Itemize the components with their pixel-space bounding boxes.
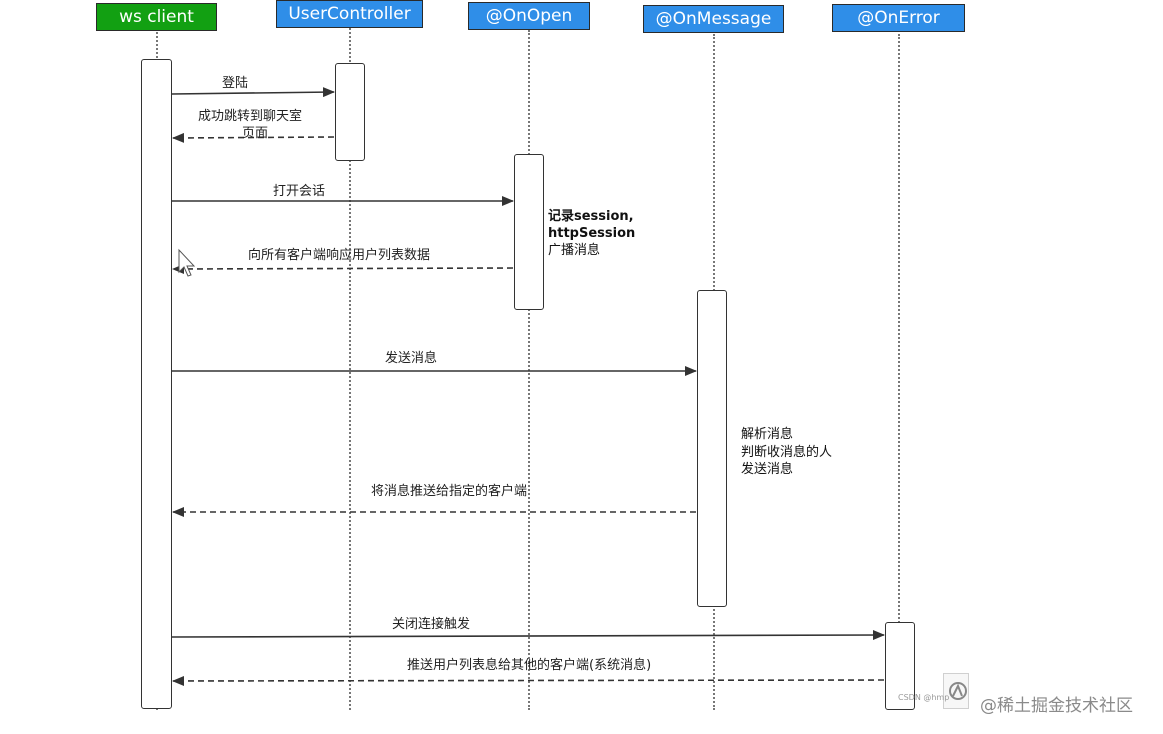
- arrow-login-success: [172, 132, 335, 143]
- watermark-csdn: CSDN @hmp: [898, 693, 950, 702]
- lifeline-usercontroller: [349, 28, 351, 710]
- note-onmessage-line1: 解析消息: [741, 427, 794, 442]
- note-onopen-line3: 广播消息: [548, 243, 601, 258]
- activation-onopen: [514, 154, 544, 310]
- watermark-logo-icon: [943, 673, 969, 709]
- activation-ws-client: [141, 59, 172, 709]
- label-login-success-line1: 成功跳转到聊天室: [198, 109, 303, 124]
- label-send-message: 发送消息: [385, 351, 438, 366]
- label-open-session: 打开会话: [273, 184, 326, 199]
- label-login-success-line2: 页面: [242, 126, 269, 141]
- participant-onerror: @OnError: [832, 4, 965, 32]
- label-system-message: 推送用户列表息给其他的客户端(系统消息): [407, 658, 652, 673]
- note-onopen-line1: 记录session,: [548, 209, 634, 224]
- note-onopen-line2: httpSession: [548, 226, 636, 241]
- note-onmessage-line2: 判断收消息的人: [741, 445, 833, 460]
- arrow-user-list: [172, 263, 514, 274]
- arrow-login: [171, 87, 335, 98]
- participant-onopen: @OnOpen: [468, 2, 590, 30]
- activation-onmessage: [697, 290, 727, 607]
- arrow-close-connection: [171, 630, 885, 641]
- watermark-site: @稀土掘金技术社区: [980, 696, 1133, 716]
- label-close-connection: 关闭连接触发: [392, 617, 471, 632]
- note-onmessage-line3: 发送消息: [741, 462, 794, 477]
- lifeline-onopen: [528, 30, 530, 710]
- participant-ws-client: ws client: [96, 3, 217, 31]
- arrow-system-message: [172, 675, 885, 686]
- label-login: 登陆: [222, 76, 249, 91]
- lifeline-onerror: [898, 34, 900, 710]
- label-push-message: 将消息推送给指定的客户端: [371, 484, 528, 499]
- activation-onerror: [885, 622, 915, 710]
- mouse-cursor-icon: [178, 248, 196, 277]
- participant-onmessage: @OnMessage: [643, 5, 784, 33]
- label-user-list: 向所有客户端响应用户列表数据: [248, 248, 431, 263]
- activation-usercontroller: [335, 63, 365, 161]
- participant-usercontroller: UserController: [276, 0, 423, 28]
